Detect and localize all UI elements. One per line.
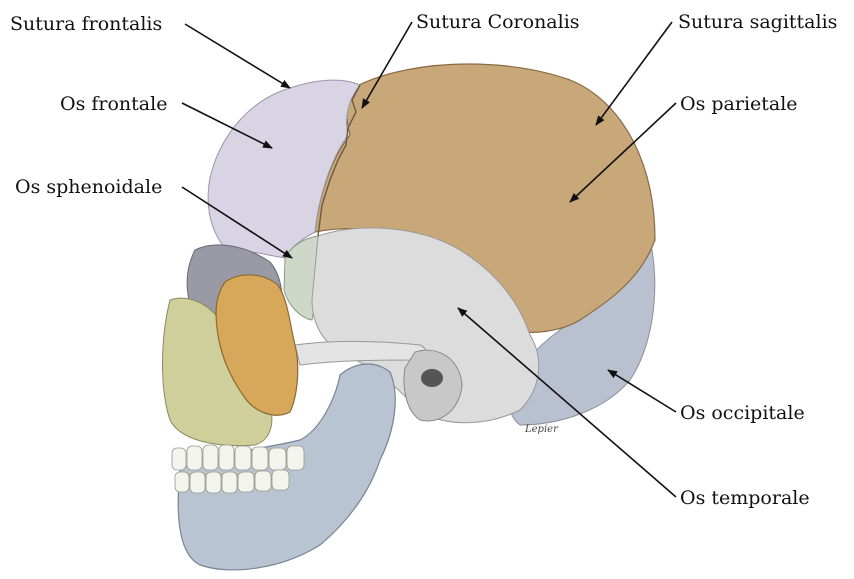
label-os-occipitale: Os occipitale: [680, 402, 805, 424]
teeth-row: [172, 445, 304, 493]
label-sutura-sagittalis: Sutura sagittalis: [678, 11, 837, 33]
label-os-sphenoidale: Os sphenoidale: [15, 176, 162, 198]
leader-sutura-sagittalis: [596, 22, 672, 125]
label-os-parietale: Os parietale: [680, 93, 798, 115]
artist-signature: Lepier: [524, 424, 559, 435]
leader-sutura-frontalis: [185, 24, 290, 88]
label-os-frontale: Os frontale: [60, 93, 167, 115]
ear-canal: [421, 369, 443, 387]
label-os-temporale: Os temporale: [680, 487, 810, 509]
label-sutura-frontalis: Sutura frontalis: [10, 13, 162, 35]
label-sutura-coronalis: Sutura Coronalis: [416, 11, 580, 33]
